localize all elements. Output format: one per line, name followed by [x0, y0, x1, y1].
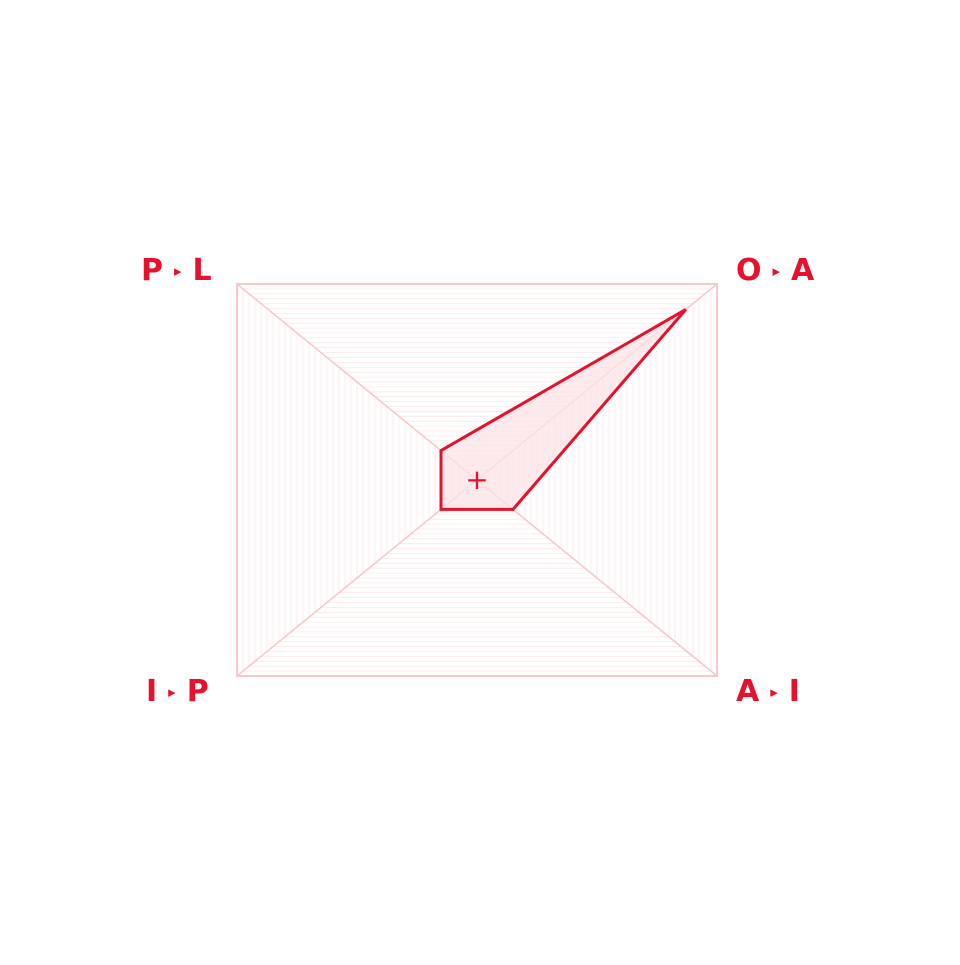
axis-from: A	[736, 674, 760, 709]
axis-label-bottom-right: A ▸ I	[736, 677, 801, 707]
axis-label-top-right: O ▸ A	[736, 256, 815, 286]
axis-from: P	[141, 253, 164, 288]
arrow-icon: ▸	[174, 262, 183, 280]
arrow-icon: ▸	[770, 683, 779, 701]
axis-from: I	[146, 674, 158, 709]
axis-to: A	[791, 253, 815, 288]
arrow-icon: ▸	[773, 262, 782, 280]
axis-label-bottom-left: I ▸ P	[146, 677, 210, 707]
arrow-icon: ▸	[168, 683, 177, 701]
center-plus-icon: +	[465, 463, 488, 496]
axis-to: L	[193, 253, 213, 288]
axis-to: P	[187, 674, 210, 709]
axis-to: I	[789, 674, 801, 709]
axis-label-top-left: P ▸ L	[141, 256, 213, 286]
series-layer: +	[441, 309, 686, 509]
axis-from: O	[736, 253, 763, 288]
